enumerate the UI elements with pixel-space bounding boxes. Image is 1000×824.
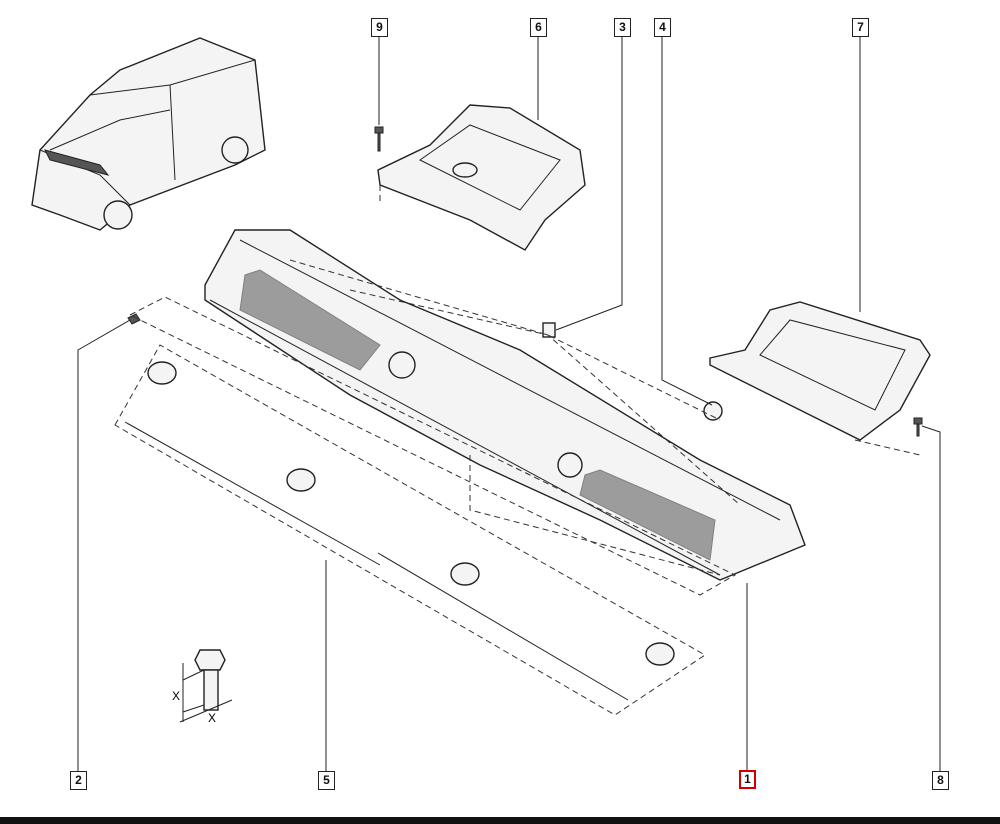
bottom-bar (0, 817, 1000, 824)
dimension-label-x: X (208, 711, 216, 725)
screws (127, 126, 923, 437)
part-3-clip (542, 322, 556, 338)
leader-lines (77, 37, 941, 771)
part-7-tray (709, 301, 931, 441)
callout-7[interactable]: 7 (852, 18, 869, 37)
callout-8[interactable]: 8 (932, 771, 949, 790)
callout-9[interactable]: 9 (371, 18, 388, 37)
dimension-label-x: X (172, 689, 180, 703)
part-6-tray (377, 104, 586, 251)
callout-3[interactable]: 3 (614, 18, 631, 37)
callout-4[interactable]: 4 (654, 18, 671, 37)
callout-5[interactable]: 5 (318, 771, 335, 790)
part-1-cowl-panel (204, 229, 806, 581)
callout-2[interactable]: 2 (70, 771, 87, 790)
vehicle-illustration (31, 37, 266, 231)
part-4-grommet (703, 401, 723, 421)
part-5-seals (114, 344, 706, 716)
callout-1-selected[interactable]: 1 (739, 770, 756, 789)
callout-6[interactable]: 6 (530, 18, 547, 37)
bolt-dimension-detail: X X (172, 649, 233, 725)
